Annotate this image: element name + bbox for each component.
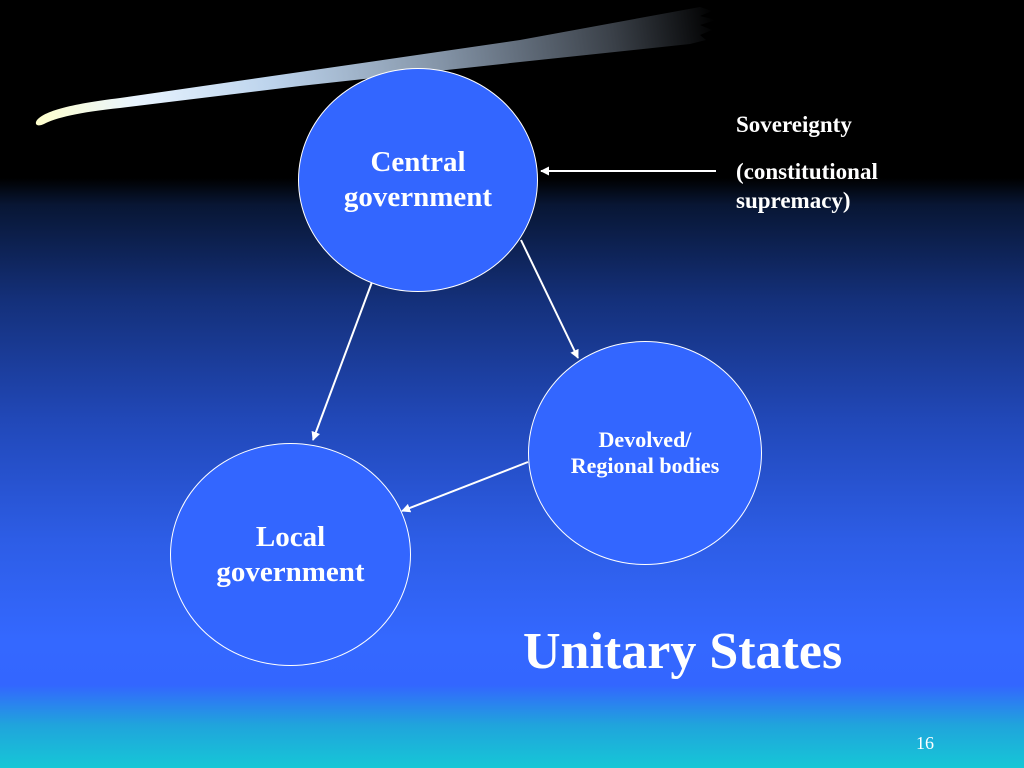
annotation-line3: supremacy) xyxy=(736,187,851,213)
comet-decoration xyxy=(35,7,717,126)
arrow-central-to-devolved xyxy=(520,239,579,359)
sovereignty-annotation: Sovereignty (constitutional supremacy) xyxy=(736,111,878,215)
page-number: 16 xyxy=(916,733,934,753)
node-local-line2: government xyxy=(216,555,365,588)
node-devolved-line1: Devolved/ xyxy=(598,426,692,452)
node-local-government: Local government xyxy=(170,443,411,666)
node-central-line2: government xyxy=(343,181,493,213)
slide-title: Unitary States xyxy=(523,623,843,680)
node-local-line1: Local xyxy=(255,520,326,553)
arrow-central-to-local xyxy=(311,281,373,441)
node-devolved-regional-bodies: Devolved/ Regional bodies xyxy=(528,341,762,565)
node-central-line1: Central xyxy=(370,146,466,179)
annotation-line1: Sovereignty xyxy=(736,112,852,137)
node-devolved-line2: Regional bodies xyxy=(570,453,720,478)
annotation-line2: (constitutional xyxy=(736,158,878,184)
arrow-devolved-to-local xyxy=(401,461,529,513)
node-central-government: Central government xyxy=(298,68,538,292)
